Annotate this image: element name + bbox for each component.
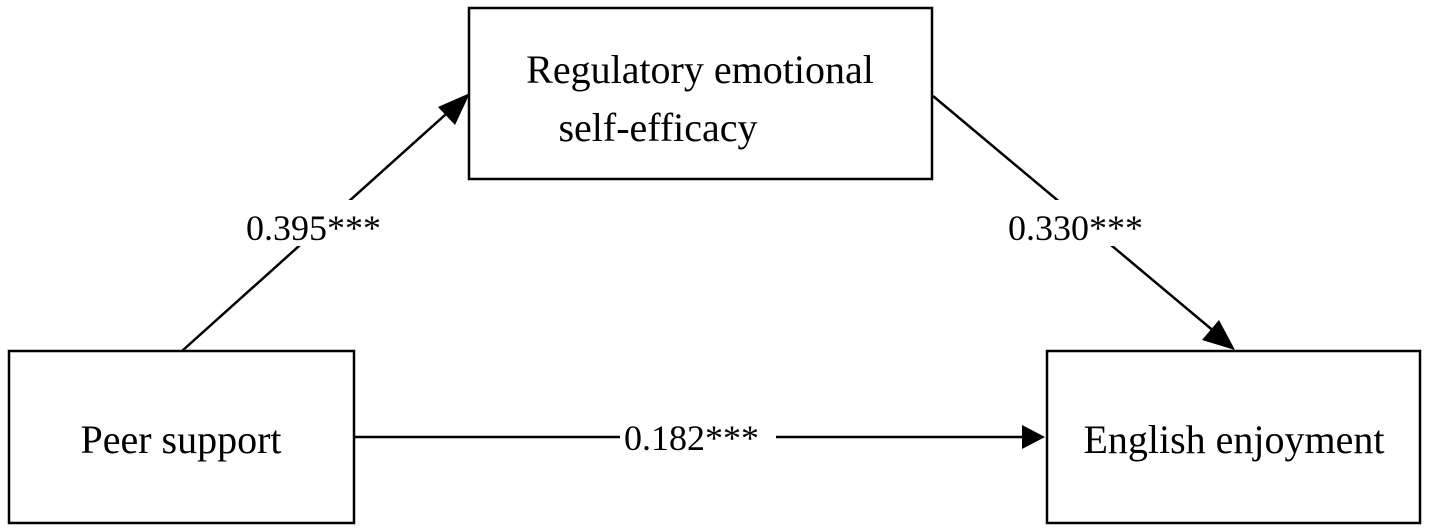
outcome-box [1045, 349, 1422, 525]
outcome-node: English enjoyment [1045, 349, 1422, 525]
predictor-label: Peer support [80, 417, 281, 462]
mediator-node: Regulatory emotional self-efficacy [467, 6, 934, 181]
mediator-box [467, 6, 934, 181]
path-a-coefficient: 0.395*** [246, 208, 381, 248]
path-b-label-group: 0.330*** [1002, 200, 1164, 248]
mediator-label-line1: Regulatory emotional [526, 47, 874, 92]
outcome-label: English enjoyment [1083, 417, 1384, 462]
path-b-coefficient: 0.330*** [1008, 208, 1143, 248]
path-c-prime-label-group: 0.182*** [620, 417, 776, 458]
path-b-arrowhead [1202, 320, 1235, 350]
path-c-prime-coefficient: 0.182*** [624, 418, 759, 458]
path-a-arrowhead [438, 93, 470, 125]
predictor-node: Peer support [7, 349, 356, 525]
predictor-box [7, 349, 356, 525]
path-c-prime-arrowhead [1022, 425, 1045, 449]
mediator-label-line2: self-efficacy [558, 105, 757, 150]
path-a-label-group: 0.395*** [240, 200, 398, 248]
